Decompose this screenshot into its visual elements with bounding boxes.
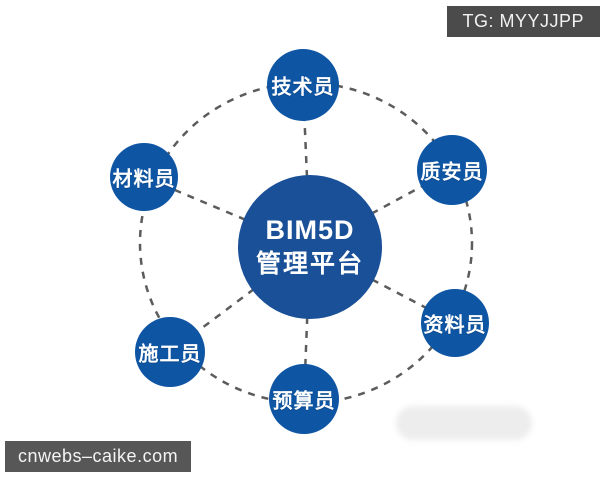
blur-smudge bbox=[396, 406, 532, 440]
site-watermark-badge: cnwebs–caike.com bbox=[5, 441, 192, 472]
node-label-technician: 技术员 bbox=[271, 76, 335, 99]
node-label-construction-officer: 施工员 bbox=[138, 343, 202, 366]
telegram-watermark-badge: TG: MYYJJPP bbox=[447, 6, 600, 37]
node-circle-technician bbox=[267, 49, 339, 121]
node-circle-document-controller bbox=[421, 289, 489, 357]
center-subtitle: 管理平台 bbox=[255, 250, 365, 279]
center-title: BIM5D bbox=[265, 215, 355, 246]
center-node-circle bbox=[238, 175, 382, 319]
node-circle-quality-safety-officer bbox=[417, 135, 487, 205]
node-label-material-officer: 材料员 bbox=[112, 168, 176, 191]
center-node-label: BIM5D 管理平台 bbox=[256, 213, 364, 281]
node-label-document-controller: 资料员 bbox=[423, 314, 487, 337]
node-circle-construction-officer bbox=[135, 317, 205, 387]
node-label-budget-officer: 预算员 bbox=[272, 390, 336, 413]
node-label-quality-safety-officer: 质安员 bbox=[420, 161, 484, 184]
node-circle-material-officer bbox=[110, 143, 178, 211]
node-circle-budget-officer bbox=[269, 364, 339, 434]
